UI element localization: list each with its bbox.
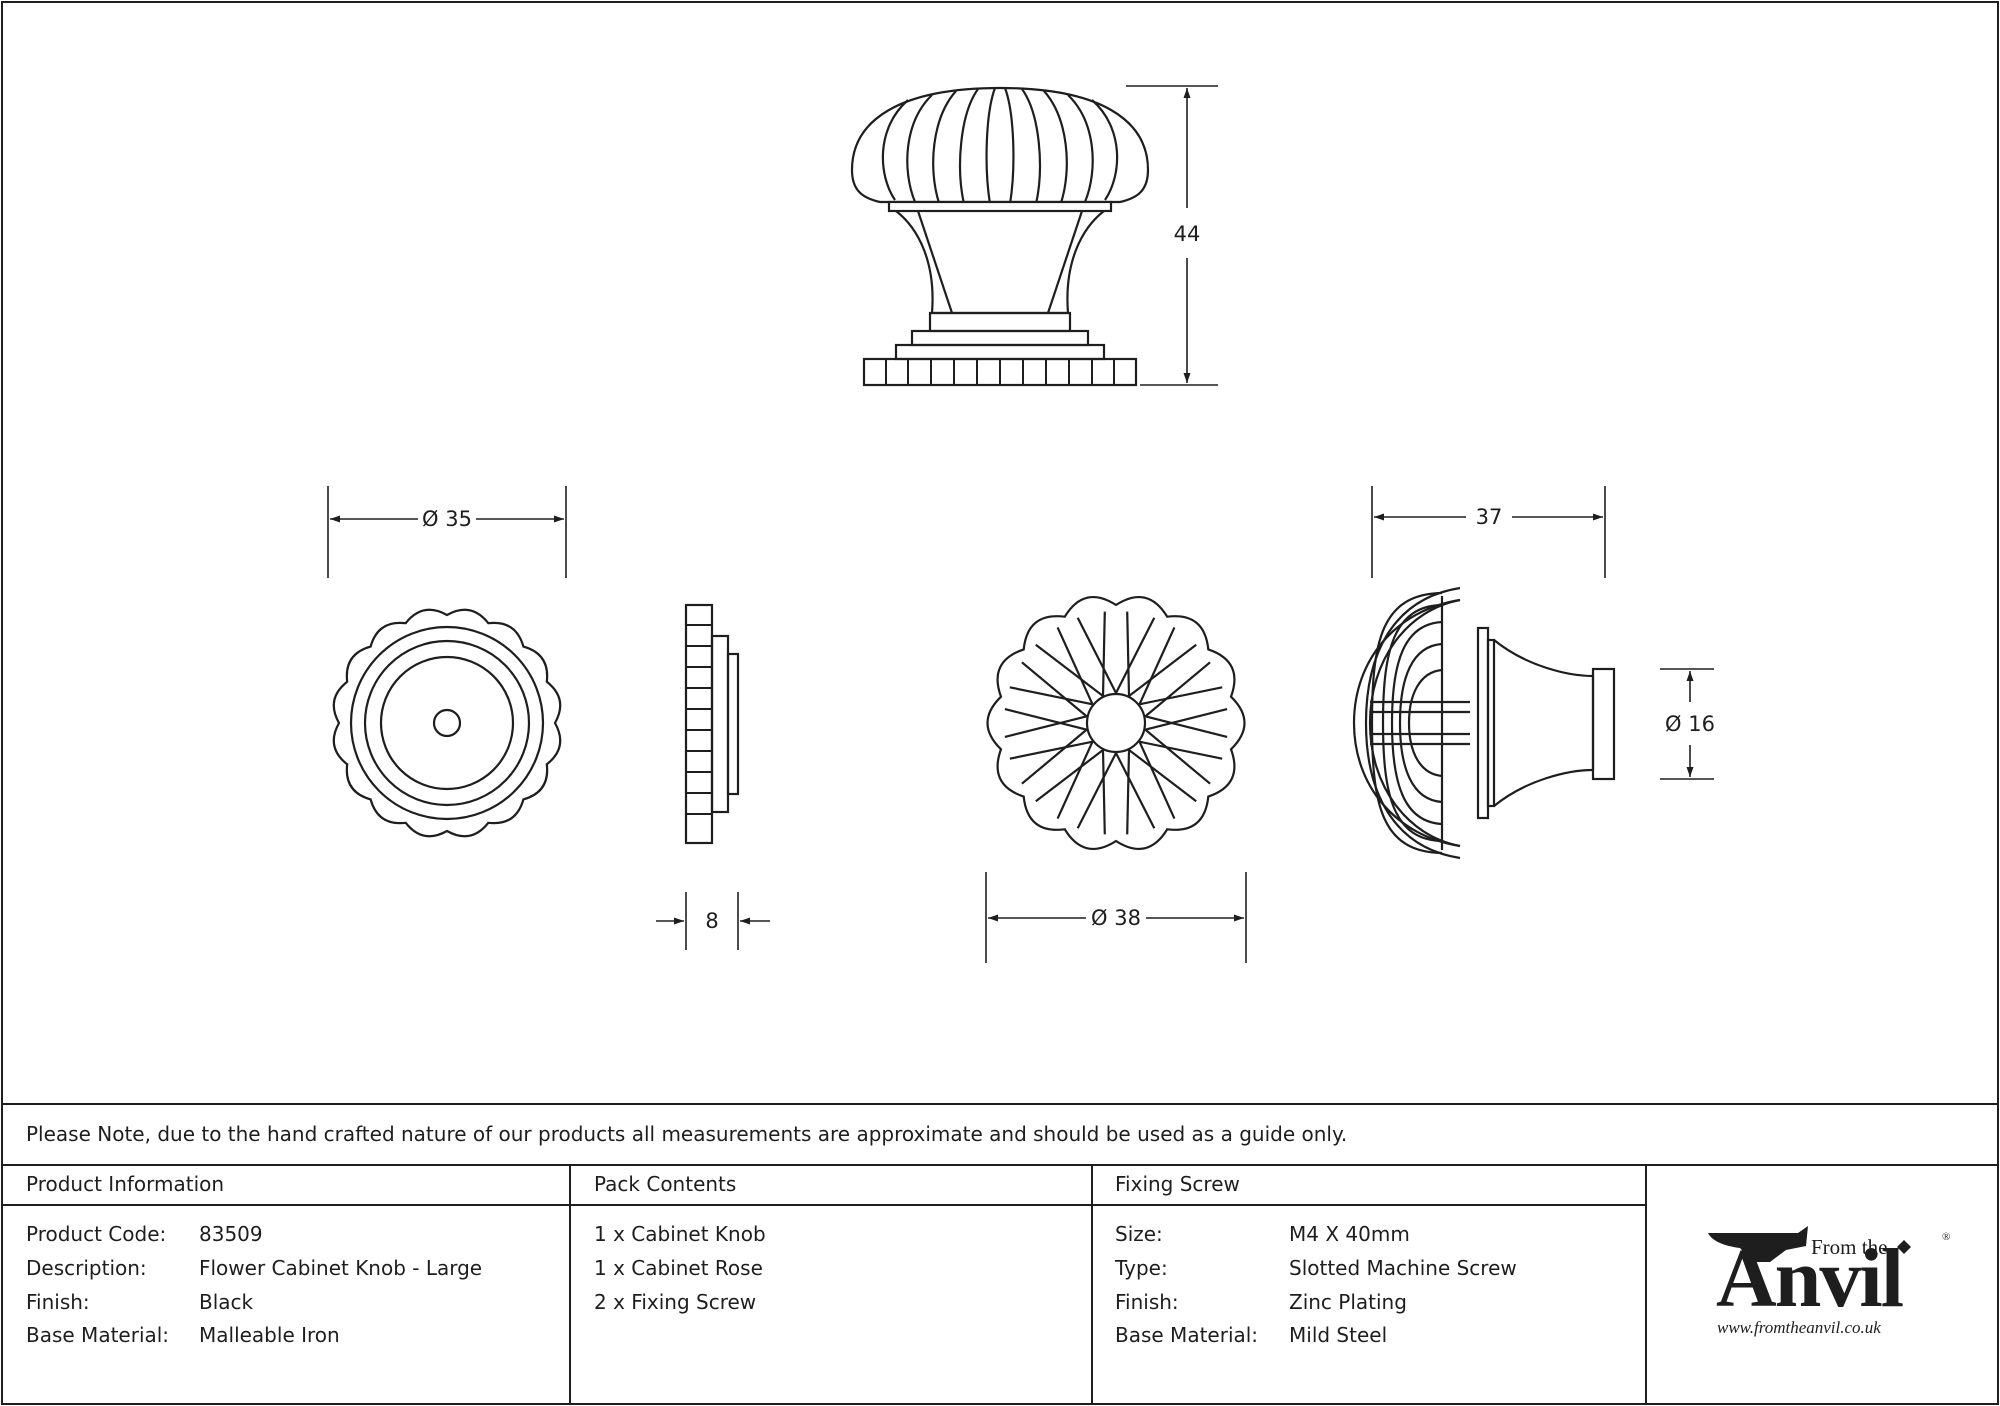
back-diameter-label: Ø 35 [422, 507, 472, 531]
flower-rib-line [1126, 749, 1131, 835]
knob-elevation-view [850, 86, 1150, 387]
logo-url: www.fromtheanvil.co.uk [1717, 1318, 1881, 1337]
base-material-label: Base Material: [26, 1323, 170, 1347]
flower-rib-line [1004, 715, 1088, 738]
flower-rib-line [1144, 708, 1228, 731]
description-value: Flower Cabinet Knob - Large [199, 1256, 483, 1280]
logo-brand: Anvil [1716, 1232, 1903, 1325]
screw-size-label: Size: [1115, 1222, 1163, 1246]
flower-rib-line [1004, 708, 1088, 731]
rose-side-view [684, 603, 740, 845]
logo-from-the: From the [1811, 1235, 1887, 1259]
flower-rib-line [1076, 752, 1117, 829]
screw-material-label: Base Material: [1115, 1323, 1259, 1347]
flower-rib-line [1138, 741, 1176, 820]
flower-rib-line [1115, 617, 1156, 694]
neck-diameter-label: Ø 16 [1665, 712, 1715, 736]
finish-label: Finish: [26, 1290, 90, 1314]
finish-value: Black [199, 1290, 254, 1314]
flower-rib-line [1056, 626, 1094, 705]
flower-rib-line [1138, 626, 1176, 705]
product-info-header: Product Information [26, 1172, 225, 1196]
front-diameter-label: Ø 38 [1091, 906, 1141, 930]
neck-diameter-dimension [1660, 668, 1714, 780]
flower-rib-line [1009, 686, 1093, 706]
screw-type-label: Type: [1115, 1256, 1168, 1280]
from-the-anvil-logo: From the ® Anvil www.fromtheanvil.co.uk [1708, 1226, 1950, 1337]
screw-type-value: Slotted Machine Screw [1289, 1256, 1517, 1280]
flower-rib-line [1021, 728, 1088, 785]
screw-finish-label: Finish: [1115, 1290, 1179, 1314]
flower-rib-line [1035, 749, 1104, 803]
flower-rib-line [1056, 741, 1094, 820]
knob-side-view [1352, 586, 1616, 860]
flower-rib-line [1115, 752, 1156, 829]
flower-rib-line [1101, 749, 1106, 835]
flower-rib-line [1144, 728, 1211, 785]
flower-rib-line [1139, 740, 1223, 760]
back-diameter-dimension [327, 486, 567, 578]
flower-rib-line [1128, 749, 1197, 803]
rose-back-view [332, 608, 562, 838]
measurement-note: Please Note, due to the hand crafted nat… [26, 1122, 1348, 1146]
description-label: Description: [26, 1256, 147, 1280]
knob-front-view [986, 596, 1246, 850]
height-dimension-label: 44 [1174, 222, 1201, 246]
side-depth-dimension [1371, 486, 1606, 578]
flower-rib-line [1021, 661, 1088, 718]
pack-item: 1 x Cabinet Knob [594, 1222, 766, 1246]
flower-rib-line [1035, 643, 1104, 697]
rose-thickness-label: 8 [705, 909, 718, 933]
pack-item: 1 x Cabinet Rose [594, 1256, 763, 1280]
flower-rib-line [1101, 611, 1106, 697]
product-code-label: Product Code: [26, 1222, 167, 1246]
flower-rib-line [1076, 617, 1117, 694]
anvil-silhouette-icon [1708, 1226, 1808, 1262]
pack-item: 2 x Fixing Screw [594, 1290, 757, 1314]
flower-rib-line [1009, 740, 1093, 760]
fixing-screw-header: Fixing Screw [1115, 1172, 1240, 1196]
front-diameter-dimension [985, 872, 1247, 963]
pack-contents-header: Pack Contents [594, 1172, 737, 1196]
flower-rib-line [1126, 611, 1131, 697]
logo-registered-mark: ® [1942, 1231, 1950, 1243]
flower-rib-line [1144, 715, 1228, 738]
flower-rib-line [1128, 643, 1197, 697]
logo-diamond-icon [1897, 1240, 1911, 1254]
rose-thickness-dimension [656, 892, 770, 950]
screw-size-value: M4 X 40mm [1289, 1222, 1410, 1246]
product-code-value: 83509 [199, 1222, 263, 1246]
flower-rib-line [1139, 686, 1223, 706]
base-material-value: Malleable Iron [199, 1323, 340, 1347]
screw-finish-value: Zinc Plating [1289, 1290, 1407, 1314]
height-dimension [1126, 85, 1218, 386]
screw-material-value: Mild Steel [1289, 1323, 1388, 1347]
flower-rib-line [1144, 661, 1211, 718]
side-depth-label: 37 [1476, 505, 1503, 529]
